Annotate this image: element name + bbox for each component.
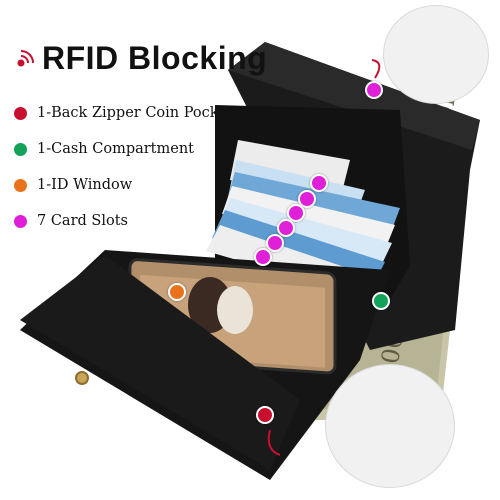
feature-item: 1-Back Zipper Coin Pocket bbox=[14, 95, 233, 131]
title-text: RFID Blocking bbox=[42, 40, 268, 76]
feature-label: 7 Card Slots bbox=[37, 213, 128, 229]
marker-id-window bbox=[168, 283, 186, 301]
feature-item: 1-Cash Compartment bbox=[14, 131, 233, 167]
marker-card-slot bbox=[310, 174, 328, 192]
feature-label: 1-Cash Compartment bbox=[37, 141, 195, 157]
feature-dot bbox=[14, 106, 27, 120]
feature-label: 1-Back Zipper Coin Pocket bbox=[37, 105, 233, 121]
marker-card-slot bbox=[287, 204, 305, 222]
feature-dot bbox=[14, 214, 27, 228]
wallet-front-flap bbox=[20, 255, 300, 470]
feature-item: 7 Card Slots bbox=[14, 203, 233, 239]
page-title: RFID Blocking bbox=[12, 40, 267, 77]
detail-inset-coin-pocket bbox=[325, 364, 455, 488]
marker-card-slot bbox=[254, 248, 272, 266]
marker-card-slot bbox=[277, 219, 295, 237]
feature-list: 1-Back Zipper Coin Pocket 1-Cash Compart… bbox=[14, 95, 233, 239]
feature-item: 1-ID Window bbox=[14, 167, 233, 203]
marker-card-slot bbox=[266, 234, 284, 252]
feature-dot bbox=[14, 178, 27, 192]
rfid-signal-icon bbox=[17, 49, 34, 66]
marker-card-slot bbox=[365, 81, 383, 99]
marker-cash-compartment bbox=[372, 292, 390, 310]
feature-label: 1-ID Window bbox=[37, 177, 133, 193]
feature-dot bbox=[14, 142, 27, 156]
detail-inset-card-slot bbox=[383, 5, 489, 104]
snap-button bbox=[75, 371, 89, 385]
marker-card-slot bbox=[298, 190, 316, 208]
marker-coin-pocket bbox=[256, 406, 274, 424]
